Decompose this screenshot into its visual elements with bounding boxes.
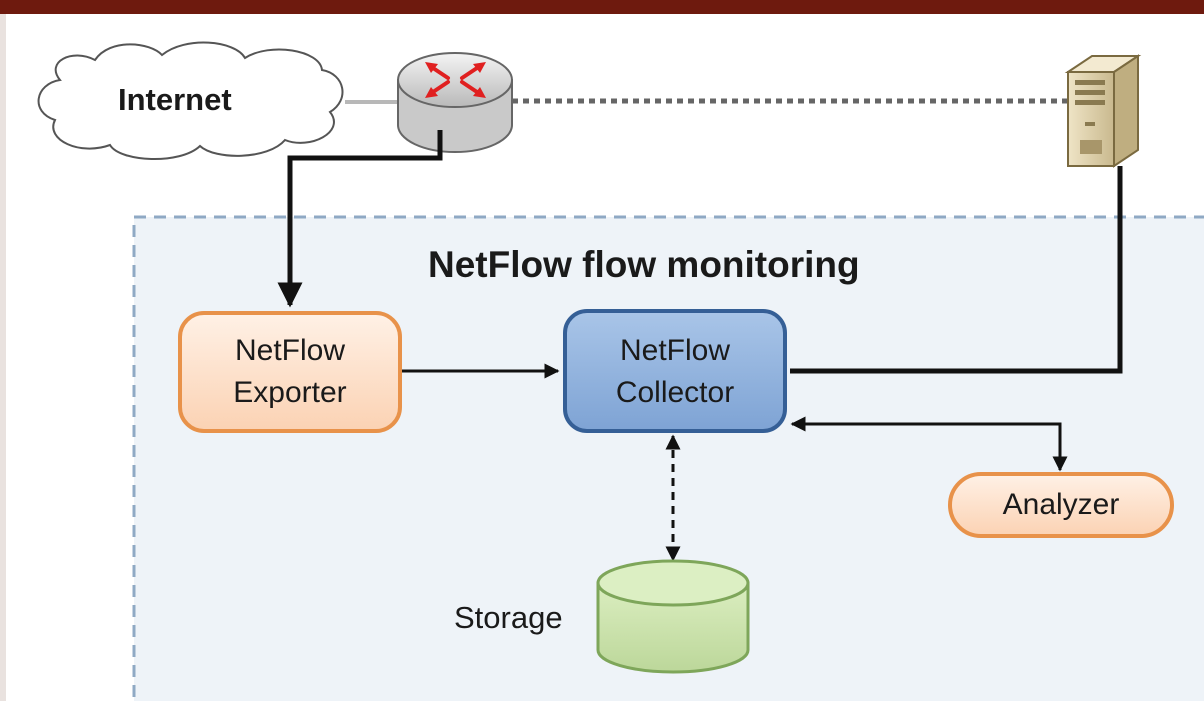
internet-label: Internet	[118, 82, 232, 117]
netflow-collector-box	[563, 309, 787, 433]
analyzer-label: Analyzer	[1002, 488, 1120, 521]
server-collector-link	[790, 166, 1123, 374]
storage-label: Storage	[454, 600, 563, 635]
router-to-exporter-arrow	[277, 130, 443, 308]
collector-analyzer-link	[790, 416, 1068, 472]
analyzer-box	[948, 472, 1174, 538]
header-bar	[0, 0, 1204, 14]
collector-line2: Collector	[615, 376, 735, 409]
netflow-collector-label: NetFlow Collector	[565, 330, 785, 414]
netflow-exporter-box	[178, 311, 402, 433]
cloud-icon	[37, 41, 344, 161]
zone-title: NetFlow flow monitoring	[428, 244, 860, 285]
collector-line1: NetFlow	[619, 334, 731, 367]
netflow-exporter-label: NetFlow Exporter	[180, 330, 400, 414]
database-icon	[596, 559, 750, 674]
exporter-line2: Exporter	[233, 376, 347, 409]
exporter-line1: NetFlow	[234, 334, 346, 367]
router-icon	[397, 52, 513, 153]
server-icon	[1064, 54, 1142, 168]
frame-left-edge	[0, 14, 6, 701]
